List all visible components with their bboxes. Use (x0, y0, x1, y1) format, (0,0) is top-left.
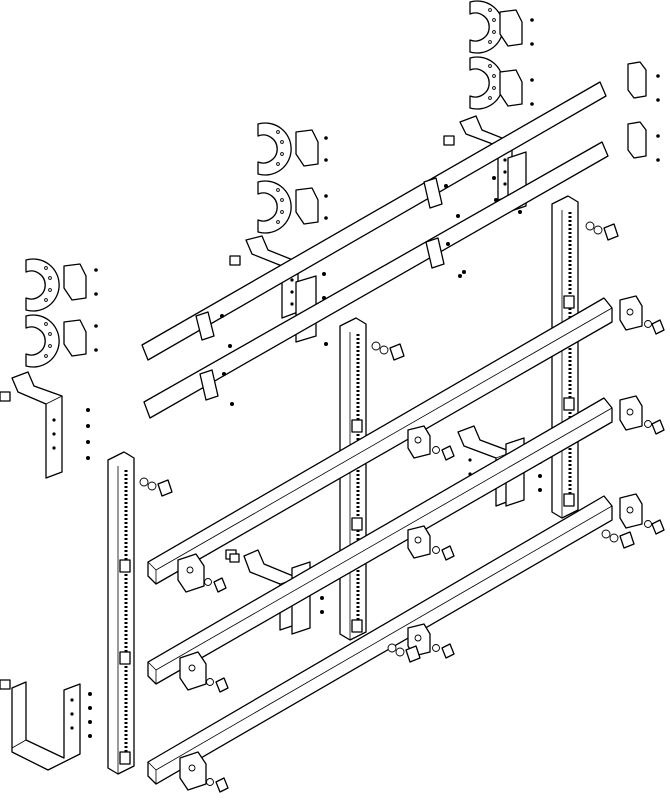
busbar-2 (147, 397, 613, 685)
left-lower-mount-bracket (0, 679, 92, 771)
screw-busbar-2 (206, 677, 229, 693)
clamp-block-3 (179, 751, 207, 791)
c-bracket-left-2 (25, 314, 98, 368)
busbar-1 (147, 297, 613, 585)
clamp-block-5 (407, 525, 431, 559)
screw-clamp-8 (644, 419, 665, 435)
screw-clamp-6 (387, 643, 455, 663)
screw-clamp-5 (432, 545, 455, 561)
screw-clamp-9 (601, 519, 665, 549)
clamp-block-8 (619, 395, 643, 431)
busbar-3 (147, 495, 613, 785)
top-right-clamp-2 (627, 121, 660, 162)
bar-clip-1 (195, 311, 232, 348)
top-right-clamp-1 (627, 61, 660, 102)
clamp-block-7 (619, 295, 643, 331)
left-upper-mount-bracket (0, 371, 90, 479)
rear-vertical-rail (551, 195, 579, 519)
screw-rear-upper (585, 221, 619, 241)
c-bracket-top-2 (469, 56, 534, 110)
c-bracket-middle-1 (257, 122, 328, 176)
clamp-block-2 (179, 651, 207, 691)
screw-front-upper (139, 477, 173, 497)
clamp-block-4 (407, 425, 431, 459)
screw-clamp-4 (432, 445, 455, 461)
c-bracket-top-1 (469, 0, 534, 54)
bar-clip-2 (199, 369, 234, 406)
screw-busbar-1 (204, 577, 227, 593)
screw-center-upper (371, 341, 405, 361)
screw-clamp-7 (644, 319, 665, 335)
c-bracket-left-1 (25, 258, 98, 312)
clamp-block-9 (619, 493, 643, 529)
loose-nut-1 (229, 553, 240, 563)
flat-bar-lower (143, 141, 609, 419)
flat-bar-upper (141, 81, 607, 361)
center-vertical-rail (339, 317, 367, 641)
bar-clip-3 (423, 177, 460, 218)
screw-busbar-3 (206, 777, 229, 793)
front-vertical-rail (107, 451, 135, 775)
bar-clip-4 (425, 237, 462, 278)
c-bracket-middle-2 (257, 180, 328, 234)
clamp-block-1 (177, 553, 205, 593)
loose-dots (322, 176, 522, 346)
